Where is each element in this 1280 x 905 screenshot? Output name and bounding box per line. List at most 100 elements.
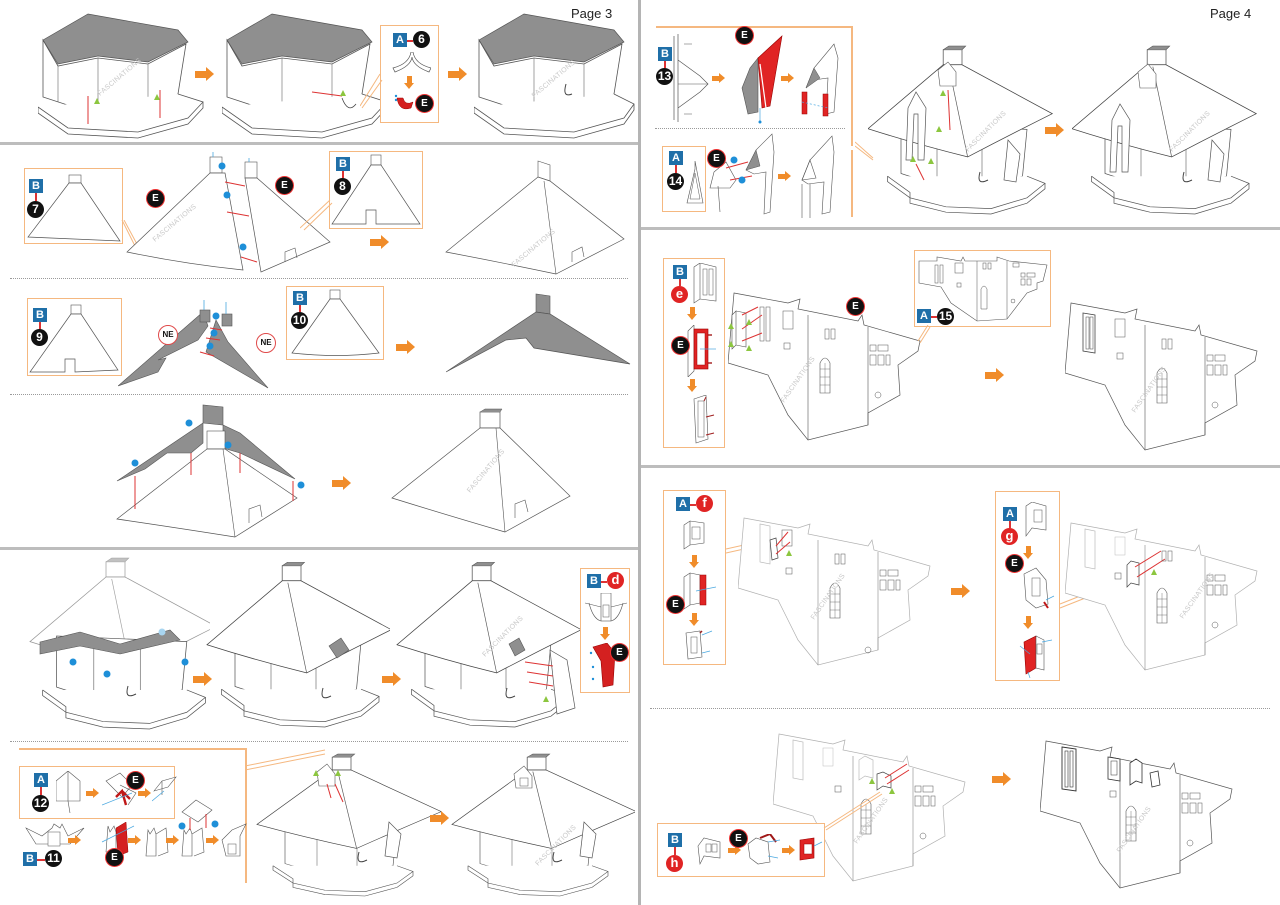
- step-separator-dotted: [650, 708, 1270, 709]
- sheet-badge: B: [29, 179, 43, 193]
- alignment-triangle-icon: [154, 94, 160, 100]
- illustration-facade-complete-h: FASCINATIONS: [1040, 740, 1233, 889]
- illustration-facade-window-h: FASCINATIONS: [773, 733, 966, 882]
- down-arrow-icon: [600, 627, 611, 641]
- sheet-badge: B: [33, 308, 47, 322]
- sheet-badge: A: [669, 151, 683, 165]
- badge-connector: [40, 787, 42, 795]
- tool-badge-e: E: [708, 150, 725, 167]
- badge-connector: [690, 504, 696, 506]
- badge-connector: [679, 279, 681, 286]
- sheet-badge: A: [917, 309, 931, 323]
- part-number-badge: 14: [667, 173, 684, 190]
- tool-badge-e: E: [276, 177, 293, 194]
- down-arrow-icon: [687, 379, 698, 393]
- next-step-arrow-icon: [782, 845, 796, 856]
- sheet-badge: A: [393, 33, 407, 47]
- callout-leader-lines: [245, 749, 326, 771]
- tool-badge-e: E: [730, 830, 747, 847]
- tool-badge-e: E: [667, 596, 684, 613]
- tool-badge-e: E: [847, 298, 864, 315]
- badge-connector: [601, 581, 607, 583]
- page-3-label: Page 3: [571, 6, 613, 21]
- alignment-triangle-icon: [728, 323, 734, 329]
- next-step-arrow-icon: [166, 835, 180, 846]
- callout-leader-lines: [823, 791, 883, 831]
- callout-bracket-line: [19, 748, 247, 750]
- callout-bracket-line: [851, 150, 853, 217]
- alignment-triangle-icon: [313, 770, 319, 776]
- tool-badge-e: E: [672, 337, 689, 354]
- section-separator: [0, 142, 638, 145]
- tool-badge-e: E: [1006, 555, 1023, 572]
- callout-bracket-line: [656, 26, 852, 28]
- badge-connector: [35, 193, 37, 201]
- part-e-folded: [693, 395, 715, 444]
- part-letter-badge: g: [1001, 528, 1018, 545]
- part-h-folded-red: [799, 837, 823, 861]
- illustration-cabin-with-roof: [206, 562, 390, 728]
- down-arrow-icon: [689, 555, 700, 569]
- glue-dot-icon: [224, 441, 232, 449]
- callout-part-e: B e: [663, 258, 725, 448]
- sheet-badge: A: [34, 773, 48, 787]
- next-step-arrow-icon: [128, 835, 142, 846]
- part-15-facade-panel: [918, 256, 1048, 322]
- alignment-triangle-icon: [335, 770, 341, 776]
- tool-badge-e: E: [127, 772, 144, 789]
- callout-leader-lines: [121, 220, 139, 249]
- next-step-arrow-icon: [778, 171, 792, 182]
- glue-dot-icon: [297, 481, 305, 489]
- next-step-arrow-icon: [951, 584, 971, 599]
- tool-badge-ne: NE: [256, 333, 276, 353]
- illustration-shaded-roof-panels: [118, 300, 269, 389]
- next-step-arrow-icon: [396, 340, 416, 355]
- section-separator: [0, 547, 638, 550]
- down-arrow-icon: [689, 613, 700, 627]
- part-12-dormer-roof: [56, 771, 81, 814]
- glue-dot-icon: [69, 658, 77, 666]
- illustration-walls-with-part-6: [222, 13, 388, 139]
- glue-dot-icon: [218, 162, 226, 170]
- part-letter-badge: e: [671, 286, 688, 303]
- down-arrow-icon: [1023, 616, 1034, 630]
- illustration-gable-14-sequence: [709, 133, 835, 218]
- next-step-arrow-icon: [992, 772, 1012, 787]
- illustration-shaded-roof-joined: [446, 293, 631, 373]
- illustration-gable-13-sequence: [673, 34, 839, 124]
- part-7-roof-panel: [27, 174, 121, 242]
- part-10-roof-panel: [291, 289, 380, 356]
- next-step-arrow-icon: [138, 788, 152, 799]
- illustration-cabin-dormer-attach: [256, 753, 442, 897]
- illustration-cabin-porch-attach: FASCINATIONS: [868, 45, 1053, 215]
- alignment-triangle-icon: [869, 778, 875, 784]
- glue-dot-icon: [131, 459, 139, 467]
- badge-connector: [39, 322, 41, 329]
- badge-connector: [675, 165, 677, 173]
- part-number-badge: 10: [291, 312, 308, 329]
- illustration-facade-window-g: FASCINATIONS: [1065, 522, 1258, 671]
- badge-connector: [1009, 521, 1011, 528]
- callout-bracket-line: [245, 748, 247, 883]
- illustration-facade-window-f: FASCINATIONS: [738, 517, 931, 666]
- alignment-triangle-icon: [94, 98, 100, 104]
- illustration-roof-on-walls: [29, 557, 210, 730]
- tool-badge-e: E: [416, 95, 433, 112]
- part-letter-badge: d: [607, 572, 624, 589]
- next-step-arrow-icon: [1045, 123, 1065, 138]
- callout-leader-lines: [360, 73, 383, 109]
- illustration-dormer-assembly-sequence: [25, 822, 247, 857]
- part-f-window: [683, 520, 705, 550]
- part-h-folding: [747, 834, 781, 865]
- glue-dot-icon: [181, 658, 189, 666]
- badge-connector: [342, 171, 344, 178]
- sheet-badge: B: [293, 291, 307, 305]
- alignment-triangle-icon: [746, 345, 752, 351]
- glue-dot-icon: [158, 628, 166, 636]
- illustration-cabin-with-chimney-d: FASCINATIONS: [396, 562, 582, 728]
- next-step-arrow-icon: [206, 835, 220, 846]
- part-g-folding: [1023, 567, 1055, 609]
- part-d-chimney-front: [585, 593, 627, 622]
- part-g-folded-red: [1019, 635, 1053, 678]
- next-step-arrow-icon: [728, 845, 742, 856]
